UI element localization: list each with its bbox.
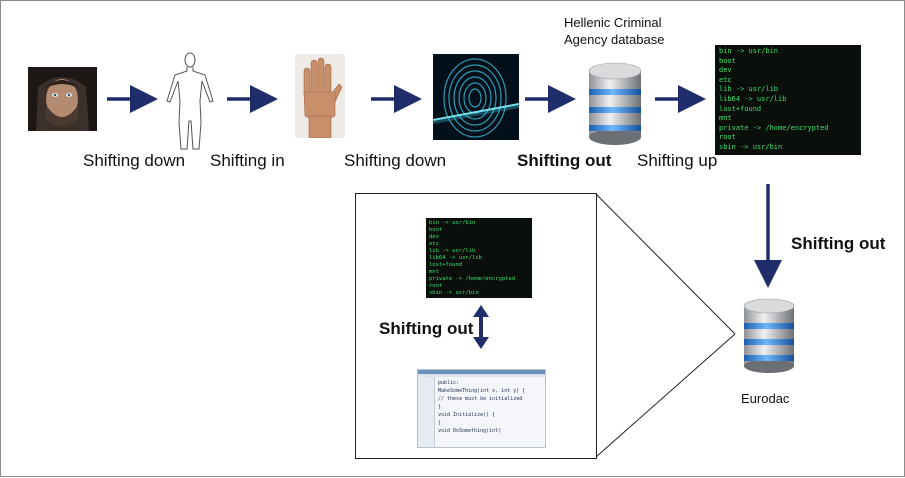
terminal-line: bin -> usr/bin (429, 220, 476, 226)
zoom-connector-top (595, 193, 736, 335)
terminal-line: etc (429, 241, 439, 247)
terminal-line: private -> /home/encrypted (429, 276, 516, 282)
terminal-line: private -> /home/encrypted (719, 123, 829, 132)
hand-photo (295, 54, 345, 139)
code-line: void DoSomething(int) (438, 428, 502, 434)
terminal-line: lib64 -> usr/lib (429, 255, 482, 261)
code-line: } (438, 420, 442, 426)
label-to-eurodac-shifting-out: Shifting out (791, 234, 886, 253)
code-line: MakeSomeThing(int x, int y) { (438, 388, 526, 394)
face-photo (28, 67, 97, 131)
label-inset-shifting-out: Shifting out (379, 319, 474, 338)
label-code-shifting-up: Shifting up (637, 151, 718, 170)
terminal-line: lib -> usr/lib (429, 248, 476, 254)
editor-title-bar (418, 370, 545, 374)
label-hand-shifting-down: Shifting down (344, 151, 447, 170)
eurodac-label: Eurodac (741, 391, 790, 406)
fingerprint-scan (433, 54, 519, 140)
code-line: } (438, 404, 442, 410)
terminal-line: sbin -> usr/bin (719, 142, 783, 151)
terminal-line: root (429, 283, 443, 289)
label-face-shifting-down: Shifting down (83, 151, 186, 170)
database-icon (743, 298, 795, 373)
terminal-line: lost+found (719, 104, 762, 113)
terminal-line: mnt (429, 269, 439, 275)
terminal-line: dev (429, 234, 439, 240)
code-line: void Initialize() { (438, 412, 496, 418)
fingerprint-icon (433, 54, 519, 140)
terminal-line: etc (719, 75, 732, 84)
code-line: // these must be initialized (438, 396, 523, 402)
editor-sidebar (418, 377, 435, 447)
terminal-line: lost+found (429, 262, 463, 268)
code-lines: public: MakeSomeThing(int x, int y) { //… (438, 379, 542, 435)
terminal-line: boot (429, 227, 443, 233)
code-editor-screenshot: public: MakeSomeThing(int x, int y) { //… (417, 369, 546, 448)
terminal-line: dev (719, 66, 732, 75)
eurodac-database-icon (740, 297, 798, 375)
terminal-line: boot (719, 56, 736, 65)
terminal-line: lib -> usr/lib (719, 85, 779, 94)
label-database-shifting-out: Shifting out (517, 151, 612, 170)
terminal-line: bin -> usr/bin (719, 47, 779, 55)
body-icon (166, 52, 214, 150)
code-line: public: (438, 380, 460, 386)
label-body-shifting-in: Shifting in (210, 151, 285, 170)
terminal-line: lib64 -> usr/lib (719, 94, 787, 103)
hellenic-database-label: Hellenic Criminal Agency database (564, 15, 665, 47)
zoom-connector-bottom (595, 333, 736, 458)
face-image (28, 67, 97, 131)
human-body-outline (161, 51, 219, 151)
hellenic-database-icon (585, 61, 645, 147)
terminal-line: sbin -> usr/bin (429, 290, 479, 296)
terminal-line: mnt (719, 114, 732, 123)
database-icon (588, 62, 642, 145)
terminal-line: root (719, 133, 736, 142)
hand-image (295, 54, 345, 139)
editor-toolbar (418, 374, 545, 377)
double-arrow-icon (473, 305, 489, 349)
